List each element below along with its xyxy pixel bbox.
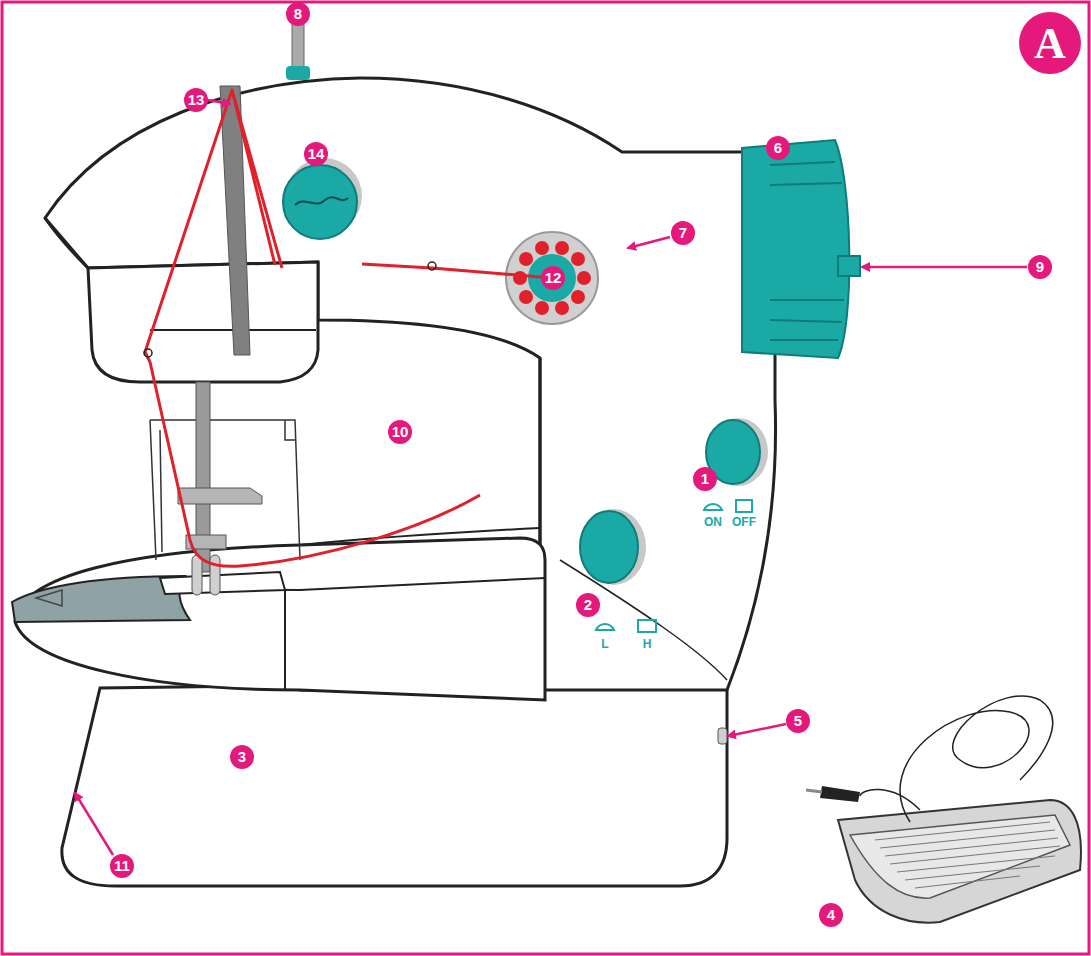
- arm-edge: [539, 358, 542, 545]
- switch-label: ON: [704, 515, 722, 529]
- bobbin-cover: [150, 420, 300, 560]
- callout-number: 7: [671, 221, 695, 245]
- thread-guide: [144, 349, 152, 357]
- plug-pin: [806, 790, 822, 792]
- pedal-cord: [860, 696, 1053, 822]
- take-up-lever: [220, 86, 250, 355]
- thread: [145, 90, 552, 566]
- figure-badge: A: [1019, 12, 1081, 74]
- machine-base: [62, 680, 727, 886]
- socket: [718, 728, 727, 744]
- pedal-ridges: [875, 822, 1060, 888]
- callout-number: 10: [388, 420, 412, 444]
- spool-dots: [513, 241, 591, 315]
- foot-icons: [596, 500, 752, 632]
- foot-pedal: [838, 800, 1081, 923]
- callout-number: 3: [230, 745, 254, 769]
- hand-wheel-ridges: [770, 162, 844, 340]
- tension-mark: [295, 197, 348, 205]
- callout-number: 4: [819, 903, 843, 927]
- hand-wheel: [742, 140, 849, 358]
- speed-switch: [580, 511, 638, 583]
- badge-letter: A: [1034, 18, 1066, 69]
- callout-number: 5: [786, 709, 810, 733]
- tension-knob: [283, 165, 357, 239]
- presser-foot-toe: [192, 555, 202, 595]
- switch-label: H: [643, 637, 652, 651]
- face-plate: [88, 262, 318, 382]
- panel-line: [560, 560, 727, 680]
- callout-number: 12: [541, 266, 565, 290]
- callout-number: 13: [184, 88, 208, 112]
- callout-number: 9: [1028, 255, 1052, 279]
- callout-number: 8: [286, 2, 310, 26]
- switch-label: OFF: [732, 515, 756, 529]
- head-edge: [45, 218, 88, 268]
- bed-seam: [284, 590, 286, 690]
- switch-label: L: [601, 637, 608, 651]
- presser-foot-toe: [210, 555, 220, 595]
- plug: [820, 786, 860, 802]
- callout-number: 6: [766, 136, 790, 160]
- callout-number: 2: [576, 593, 600, 617]
- callout-arrows: [75, 100, 1027, 855]
- thread-guide: [428, 262, 436, 270]
- spool-pin-base: [286, 66, 310, 80]
- presser-clamp: [178, 488, 262, 504]
- thread-spool: [506, 232, 598, 324]
- callout-number: 11: [110, 854, 134, 878]
- callout-number: 14: [304, 142, 328, 166]
- wheel-knob: [838, 256, 860, 276]
- needle-plate: [160, 572, 285, 594]
- pedal-top: [850, 815, 1070, 898]
- slide-arrow: [36, 590, 62, 606]
- callout-number: 1: [693, 467, 717, 491]
